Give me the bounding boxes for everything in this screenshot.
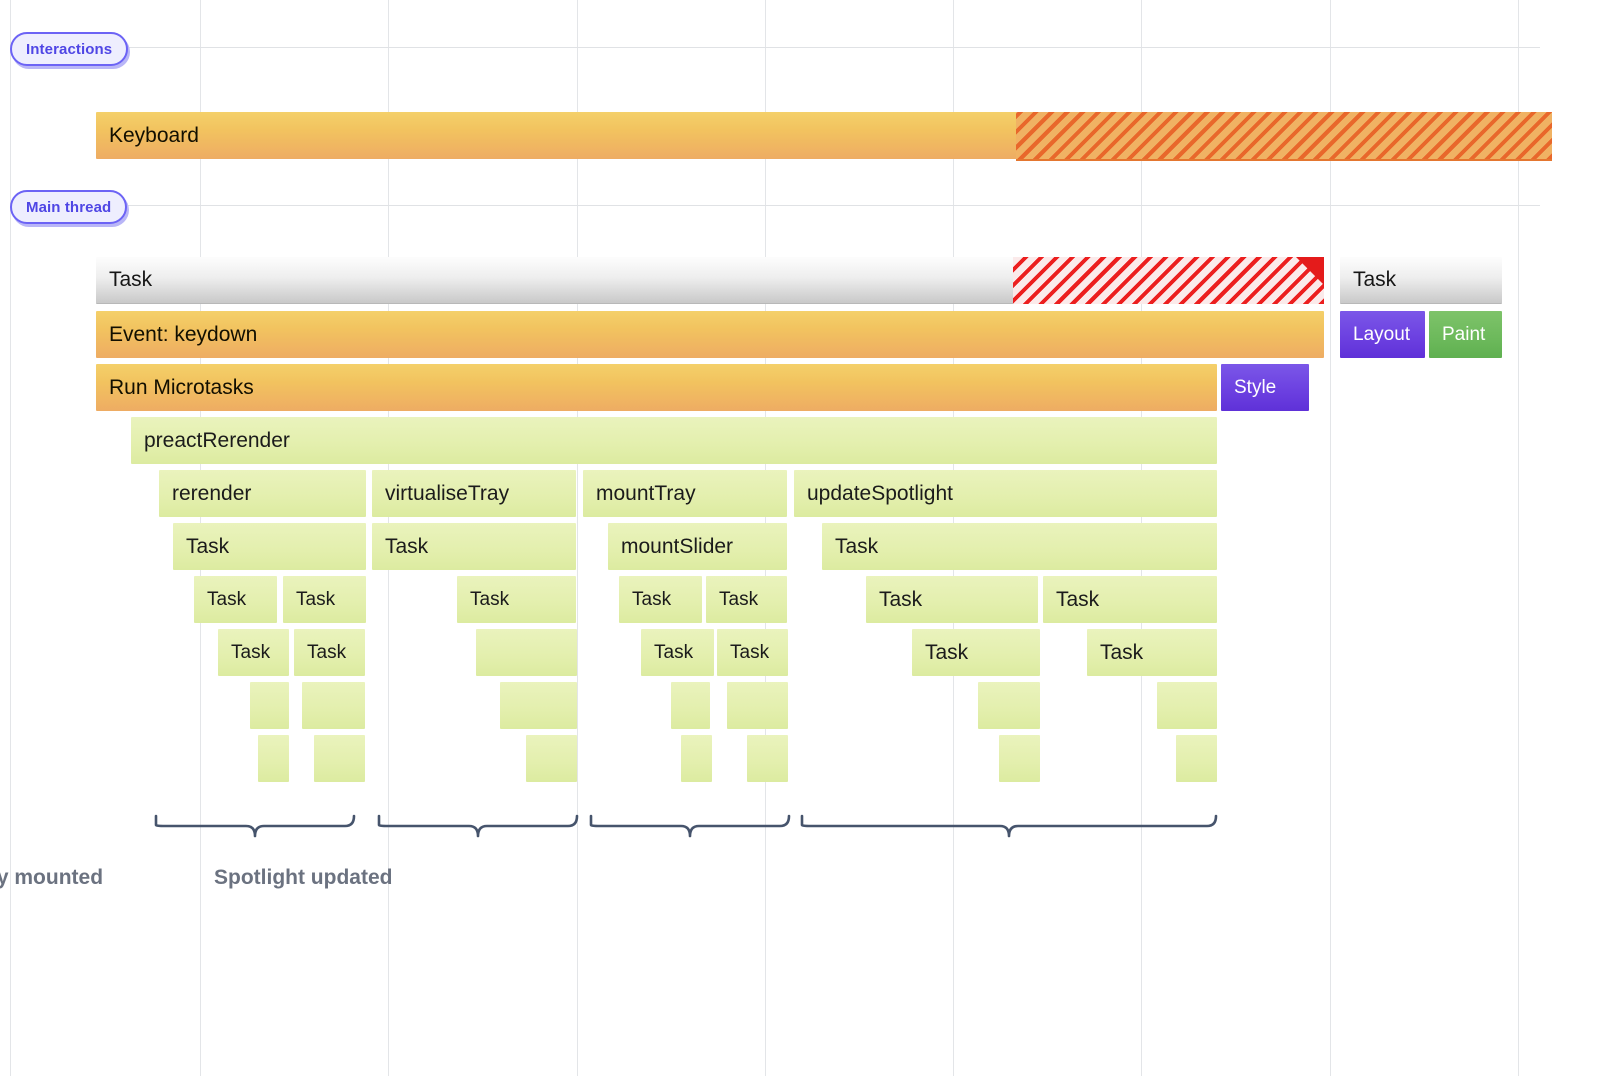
rerender-label: rerender bbox=[172, 481, 252, 505]
task-l8-g[interactable] bbox=[1157, 682, 1217, 729]
task-l5-c-label: Task bbox=[835, 534, 879, 558]
keyboard-interaction-hatched-overrun bbox=[1016, 112, 1552, 161]
style-recalc-label: Style bbox=[1234, 376, 1277, 398]
track-pill-main-thread[interactable]: Main thread bbox=[10, 190, 128, 224]
task-l7-c[interactable] bbox=[476, 629, 577, 676]
mount-slider-label: mountSlider bbox=[621, 534, 734, 558]
annotation-spotlight-updated-brace bbox=[800, 814, 1218, 841]
task-l6-f-label: Task bbox=[879, 587, 923, 611]
task-l5-c[interactable]: Task bbox=[822, 523, 1217, 570]
task-l8-e[interactable] bbox=[727, 682, 788, 729]
long-task-warning-triangle-icon bbox=[1296, 257, 1324, 285]
task-l7-b-label: Task bbox=[307, 641, 347, 663]
gridline-7 bbox=[1330, 0, 1331, 1076]
task-l6-g-label: Task bbox=[1056, 587, 1100, 611]
keyboard-interaction-label: Keyboard bbox=[109, 123, 199, 147]
track-pill-interactions-label: Interactions bbox=[26, 40, 113, 58]
task-l6-c-label: Task bbox=[470, 588, 510, 610]
task-trailing[interactable]: Task bbox=[1340, 257, 1502, 304]
gridline-3 bbox=[577, 0, 578, 1076]
task-l6-d-label: Task bbox=[632, 588, 672, 610]
task-main-long-task-hatch bbox=[1013, 257, 1324, 304]
task-l7-f[interactable]: Task bbox=[912, 629, 1040, 676]
task-l6-b-label: Task bbox=[296, 588, 336, 610]
task-l8-b[interactable] bbox=[302, 682, 365, 729]
task-l5-b-label: Task bbox=[385, 534, 429, 558]
task-l8-a[interactable] bbox=[250, 682, 289, 729]
layout-label: Layout bbox=[1353, 323, 1411, 345]
annotation-spotlight-updated-label: Spotlight updated bbox=[214, 866, 393, 889]
task-l7-b[interactable]: Task bbox=[294, 629, 365, 676]
gridline-8 bbox=[1518, 0, 1519, 1076]
task-l6-f[interactable]: Task bbox=[866, 576, 1038, 623]
task-l8-c[interactable] bbox=[500, 682, 577, 729]
task-l9-d[interactable] bbox=[681, 735, 712, 782]
virtualise-tray[interactable]: virtualiseTray bbox=[372, 470, 576, 517]
task-l5-b[interactable]: Task bbox=[372, 523, 576, 570]
task-main-label: Task bbox=[109, 268, 153, 291]
task-l7-a[interactable]: Task bbox=[218, 629, 289, 676]
task-l5-a[interactable]: Task bbox=[173, 523, 366, 570]
task-l8-f[interactable] bbox=[978, 682, 1040, 729]
run-microtasks-label: Run Microtasks bbox=[109, 375, 254, 399]
paint[interactable]: Paint bbox=[1429, 311, 1502, 358]
task-l9-a[interactable] bbox=[258, 735, 289, 782]
style-recalc[interactable]: Style bbox=[1221, 364, 1309, 411]
paint-label: Paint bbox=[1442, 323, 1486, 345]
task-l6-c[interactable]: Task bbox=[457, 576, 576, 623]
run-microtasks[interactable]: Run Microtasks bbox=[96, 364, 1217, 411]
task-l9-f[interactable] bbox=[999, 735, 1040, 782]
task-l6-g[interactable]: Task bbox=[1043, 576, 1217, 623]
task-l6-e[interactable]: Task bbox=[706, 576, 787, 623]
mount-tray[interactable]: mountTray bbox=[583, 470, 787, 517]
interactions-track-line bbox=[10, 47, 1540, 48]
gridline-0 bbox=[10, 0, 11, 1076]
task-l7-e-label: Task bbox=[730, 641, 770, 663]
rerender[interactable]: rerender bbox=[159, 470, 366, 517]
task-l5-a-label: Task bbox=[186, 534, 230, 558]
task-l6-a[interactable]: Task bbox=[194, 576, 277, 623]
virtualise-tray-label: virtualiseTray bbox=[385, 481, 510, 505]
task-l6-b[interactable]: Task bbox=[283, 576, 366, 623]
task-l7-d[interactable]: Task bbox=[641, 629, 714, 676]
annotation-new-tray-mounted-label: New tray mounted bbox=[0, 866, 104, 889]
task-l9-g[interactable] bbox=[1176, 735, 1217, 782]
task-l7-e[interactable]: Task bbox=[717, 629, 788, 676]
annotation-container-rerender-brace bbox=[154, 814, 356, 841]
annotation-tray-above-fold-brace bbox=[377, 814, 579, 841]
task-l6-e-label: Task bbox=[719, 588, 759, 610]
task-l7-g[interactable]: Task bbox=[1087, 629, 1217, 676]
task-trailing-label: Task bbox=[1353, 268, 1397, 291]
event-keydown[interactable]: Event: keydown bbox=[96, 311, 1324, 358]
task-l8-d[interactable] bbox=[671, 682, 710, 729]
update-spotlight[interactable]: updateSpotlight bbox=[794, 470, 1217, 517]
layout[interactable]: Layout bbox=[1340, 311, 1425, 358]
preact-rerender-label: preactRerender bbox=[144, 428, 290, 452]
update-spotlight-label: updateSpotlight bbox=[807, 481, 953, 505]
task-l7-d-label: Task bbox=[654, 641, 694, 663]
task-l7-g-label: Task bbox=[1100, 640, 1144, 664]
task-l7-a-label: Task bbox=[231, 641, 271, 663]
task-l9-e[interactable] bbox=[747, 735, 788, 782]
mount-slider[interactable]: mountSlider bbox=[608, 523, 787, 570]
task-l9-b[interactable] bbox=[314, 735, 365, 782]
mount-tray-label: mountTray bbox=[596, 481, 696, 505]
track-pill-main-thread-label: Main thread bbox=[26, 198, 112, 216]
track-pill-interactions[interactable]: Interactions bbox=[10, 32, 129, 66]
task-l6-a-label: Task bbox=[207, 588, 247, 610]
preact-rerender[interactable]: preactRerender bbox=[131, 417, 1217, 464]
task-l9-c[interactable] bbox=[526, 735, 577, 782]
task-l6-d[interactable]: Task bbox=[619, 576, 702, 623]
task-l7-f-label: Task bbox=[925, 640, 969, 664]
annotation-new-tray-mounted-brace bbox=[589, 814, 791, 841]
main-thread-track-line bbox=[10, 205, 1540, 206]
event-keydown-label: Event: keydown bbox=[109, 322, 258, 346]
